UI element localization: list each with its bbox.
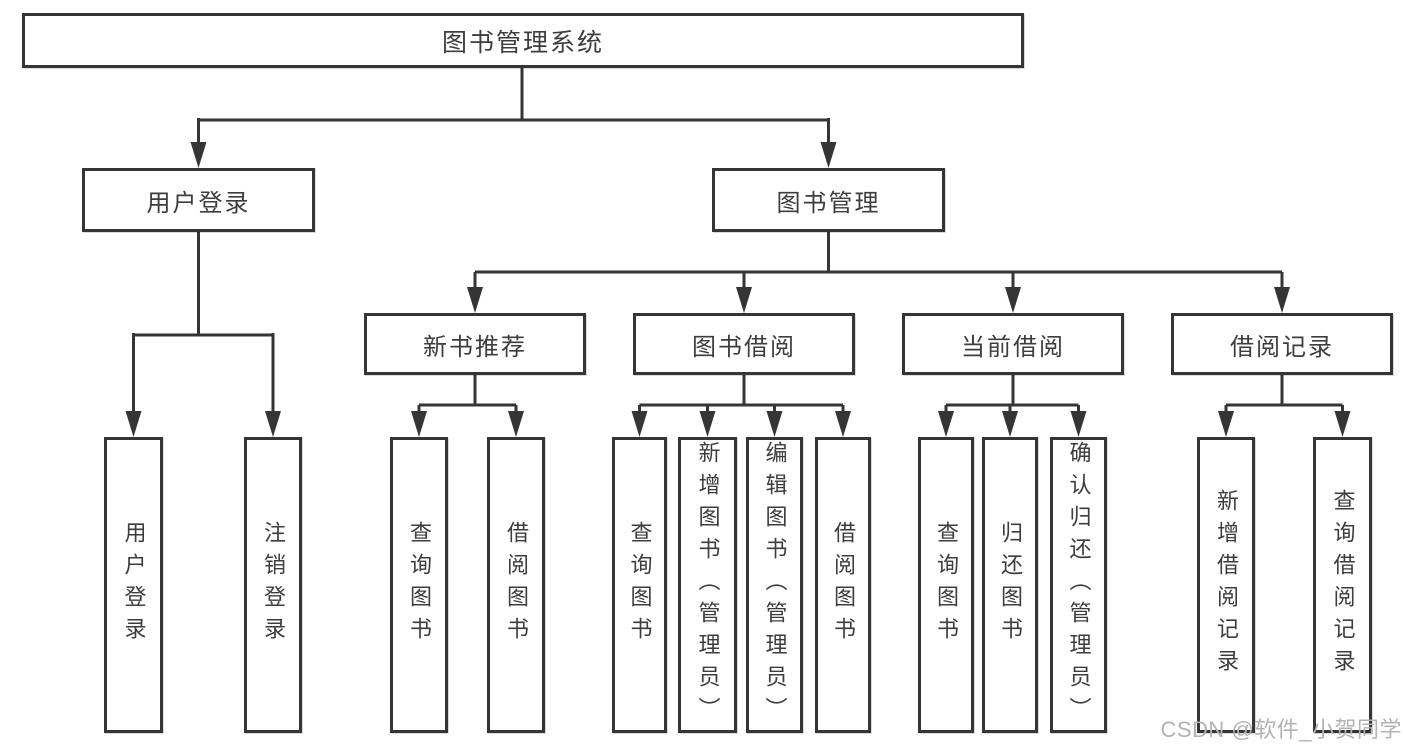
leaf-borrow-borrow: 借阅图书 [815,437,871,733]
leaf-current-query: 查询图书 [918,437,974,733]
connector-root-to-level2 [190,67,837,168]
connector-newbooks-to-children [411,375,524,437]
leaf-records-query: 查询借阅记录 [1313,437,1372,733]
leaf-current-confirm-admin: 确认归还（管理员） [1050,437,1107,733]
leaf-current-return: 归还图书 [982,437,1038,733]
node-book-management: 图书管理 [712,168,945,232]
node-new-book-recommend: 新书推荐 [364,313,586,375]
leaf-borrow-edit-admin: 编辑图书（管理员） [746,437,803,733]
leaf-borrow-query: 查询图书 [612,437,667,733]
csdn-watermark: CSDN @软件_小贺同学 [1160,717,1402,742]
connector-currentborrow-to-children [938,375,1087,437]
leaf-borrow-add-admin: 新增图书（管理员） [678,437,737,733]
node-book-borrow: 图书借阅 [633,313,855,375]
leaf-records-add: 新增借阅记录 [1197,437,1255,733]
node-root-system: 图书管理系统 [22,13,1024,68]
connector-bookmgmt-to-level3 [467,232,1290,313]
leaf-newbooks-query: 查询图书 [390,437,448,733]
connector-bookborrow-to-children [631,375,851,437]
node-user-login: 用户登录 [82,168,315,232]
leaf-logout: 注销登录 [244,437,302,733]
node-current-borrow: 当前借阅 [902,313,1124,375]
connector-userlogin-to-children [125,232,281,437]
connector-borrowrecords-to-children [1218,375,1351,437]
leaf-newbooks-borrow: 借阅图书 [487,437,545,733]
node-borrow-records: 借阅记录 [1171,313,1393,375]
leaf-user-login: 用户登录 [104,437,163,733]
